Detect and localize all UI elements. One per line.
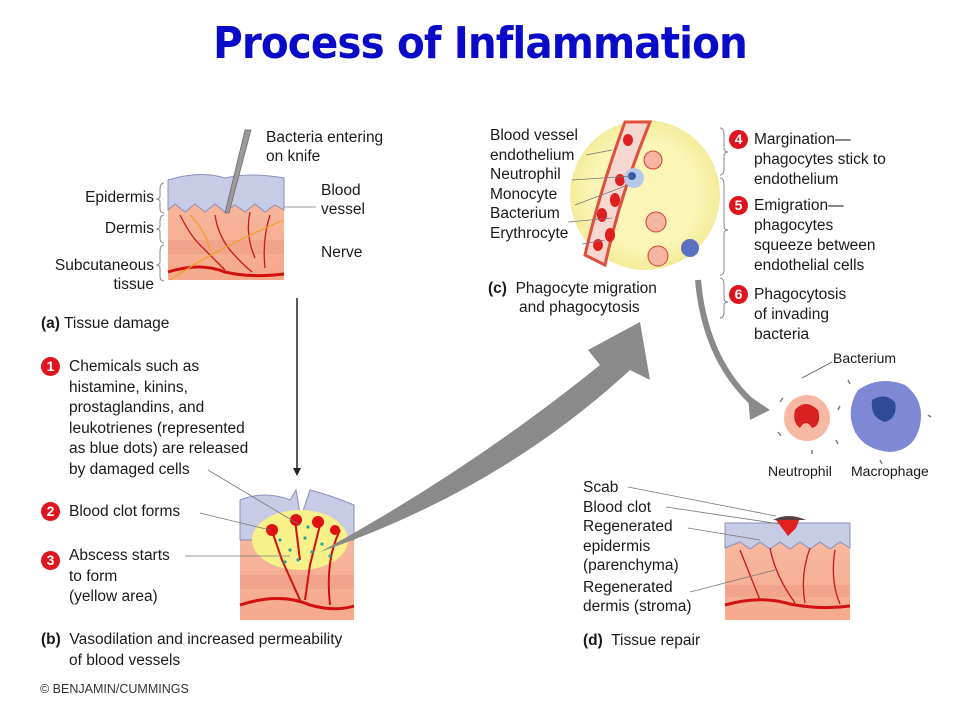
caption-letter: (d) bbox=[583, 632, 603, 649]
step-6-text: Phagocytosis of invading bacteria bbox=[754, 285, 846, 345]
label-cell-macrophage: Macrophage bbox=[851, 463, 929, 479]
step-badge-2: 2 bbox=[41, 502, 60, 521]
label-scab: Scab bbox=[583, 479, 619, 496]
label-dermis: Dermis bbox=[104, 220, 154, 237]
caption-letter: (c) bbox=[488, 280, 507, 297]
text-line: Phagocytosis bbox=[754, 286, 847, 303]
label-line: vessel bbox=[321, 201, 365, 218]
text-line: Emigration— bbox=[754, 197, 844, 214]
text-line: Margination— bbox=[754, 131, 851, 148]
caption-text: Phagocyte migration bbox=[515, 280, 657, 297]
label-regenerated-dermis: dermis (stroma) bbox=[583, 598, 692, 615]
label-bacterium: Bacterium bbox=[490, 205, 560, 222]
caption-panel-a: (a) Tissue damage bbox=[41, 314, 169, 333]
step-badge-6: 6 bbox=[729, 285, 748, 304]
caption-panel-d: (d) Tissue repair bbox=[583, 631, 700, 650]
text-line: by damaged cells bbox=[69, 460, 190, 478]
tissue-panel-d bbox=[724, 516, 851, 620]
label-erythrocyte: Erythrocyte bbox=[490, 224, 569, 242]
label-neutrophil: Neutrophil bbox=[490, 166, 561, 183]
progression-arrow bbox=[320, 322, 650, 552]
text-line: of invading bbox=[754, 306, 829, 323]
label-regenerated-epidermis: Regenerated bbox=[583, 518, 673, 535]
label-blood-vessel-endothelium: Blood vessel bbox=[490, 127, 578, 144]
text-line: Abscess starts bbox=[69, 547, 170, 564]
step-3-text: Abscess starts to form (yellow area) bbox=[69, 546, 170, 608]
magnified-vessel-panel-c bbox=[570, 120, 720, 270]
panel-c-labels: Blood vessel endothelium Neutrophil Mono… bbox=[490, 126, 578, 243]
label-regenerated-dermis: Regenerated bbox=[583, 578, 673, 596]
label-line: Subcutaneous bbox=[54, 257, 154, 274]
text-line: bacteria bbox=[754, 326, 810, 343]
step-badge-3: 3 bbox=[41, 551, 60, 570]
text-line: Chemicals such as bbox=[69, 358, 200, 375]
text-line: leukotrienes (represented bbox=[69, 419, 245, 437]
text-line: as blue dots) are released bbox=[69, 440, 249, 457]
caption-letter: (a) bbox=[41, 315, 60, 332]
label-line: Bacteria entering bbox=[266, 129, 384, 146]
label-blood-vessel: Blood vessel bbox=[321, 181, 365, 219]
text-line: phagocytes stick to bbox=[754, 151, 886, 168]
label-bacteria-entering: Bacteria entering on knife bbox=[266, 128, 383, 166]
text-line: squeeze between bbox=[754, 237, 876, 254]
label-line: Blood bbox=[321, 182, 361, 199]
label-regenerated-epidermis: (parenchyma) bbox=[583, 557, 679, 574]
page-title: Process of Inflammation bbox=[213, 18, 748, 69]
text-line: to form bbox=[69, 567, 118, 585]
caption-panel-c: (c) Phagocyte migration and phagocytosis bbox=[488, 279, 657, 317]
label-cell-neutrophil: Neutrophil bbox=[768, 463, 832, 479]
caption-text: Vasodilation and increased permeability bbox=[69, 631, 343, 648]
caption-text: of blood vessels bbox=[69, 651, 181, 669]
step-badge-5: 5 bbox=[729, 196, 748, 215]
label-endothelium: endothelium bbox=[490, 146, 575, 164]
label-line: tissue bbox=[113, 276, 155, 293]
step-badge-4: 4 bbox=[729, 130, 748, 149]
label-blood-clot: Blood clot bbox=[583, 498, 652, 516]
label-epidermis: Epidermis bbox=[85, 189, 154, 206]
neutrophil-cell bbox=[784, 395, 830, 441]
caption-panel-b: (b) Vasodilation and increased permeabil… bbox=[41, 630, 342, 671]
text-line: phagocytes bbox=[754, 217, 834, 234]
caption-letter: (b) bbox=[41, 631, 61, 648]
tissue-panel-b bbox=[239, 488, 355, 620]
text-line: histamine, kinins, bbox=[69, 378, 188, 396]
step-4-text: Margination— phagocytes stick to endothe… bbox=[754, 130, 886, 190]
caption-text: Tissue repair bbox=[611, 632, 701, 649]
text-line: endothelial cells bbox=[754, 257, 865, 274]
step-badge-1: 1 bbox=[41, 357, 60, 376]
caption-text: Tissue damage bbox=[63, 315, 170, 332]
label-nerve: Nerve bbox=[321, 244, 363, 261]
label-line: on knife bbox=[266, 148, 321, 165]
label-cell-bacterium: Bacterium bbox=[833, 350, 897, 366]
step-5-text: Emigration— phagocytes squeeze between e… bbox=[754, 196, 876, 276]
macrophage-cell bbox=[850, 381, 921, 452]
copyright-notice: © BENJAMIN/CUMMINGS bbox=[40, 682, 189, 696]
panel-d-labels: Scab Blood clot Regenerated epidermis (p… bbox=[583, 478, 692, 617]
caption-text: and phagocytosis bbox=[519, 299, 640, 316]
label-monocyte: Monocyte bbox=[490, 185, 558, 203]
step-1-text: Chemicals such as histamine, kinins, pro… bbox=[69, 357, 248, 480]
label-regenerated-epidermis: epidermis bbox=[583, 537, 651, 555]
text-line: (yellow area) bbox=[69, 588, 158, 605]
text-line: endothelium bbox=[754, 171, 839, 188]
step-2-text: Blood clot forms bbox=[69, 503, 181, 520]
tissue-panel-a bbox=[167, 129, 316, 281]
text-line: prostaglandins, and bbox=[69, 399, 205, 416]
label-subcutaneous-tissue: Subcutaneous tissue bbox=[20, 256, 154, 294]
